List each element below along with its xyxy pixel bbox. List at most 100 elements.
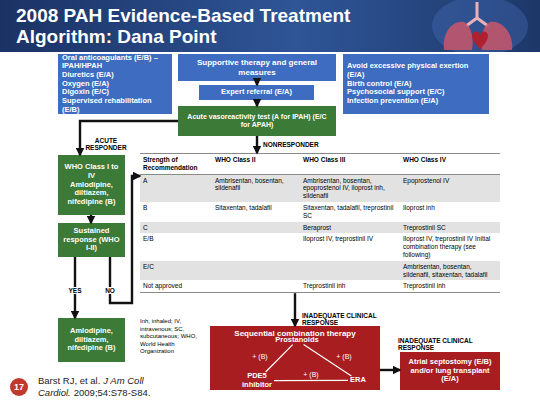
test-box: Acute vasoreactivity test (A for IPAH) (… bbox=[178, 106, 336, 136]
table-cell-text: Strength of Recommendation bbox=[143, 156, 209, 172]
edge-label: INADEQUATE CLINICAL RESPONSE bbox=[302, 312, 414, 327]
table-cell: Iloprost inh bbox=[400, 202, 500, 222]
table-cell-text: Iloprost IV, treprostinil IV bbox=[303, 235, 397, 243]
citation: Barst RJ, et al.J Am Coll Cardiol.2009;5… bbox=[38, 375, 223, 399]
therapy-box: Amlodipine, diltiazem, nifedipine (B) bbox=[58, 318, 125, 362]
table-cell-text: Treprostinil SC bbox=[403, 224, 497, 232]
table-cell-text: A bbox=[143, 177, 209, 185]
table-cell-text: Ambrisentan, bosentan, epoprostenol IV, … bbox=[303, 177, 397, 200]
node-text: Oxygen (E/A) bbox=[62, 80, 109, 89]
table-cell bbox=[212, 233, 300, 260]
drug-class: Prostanoids bbox=[272, 336, 322, 345]
table-cell: Sitaxentan, tadalafil bbox=[212, 202, 300, 222]
table-cell bbox=[212, 222, 300, 234]
edge-label: NO bbox=[100, 287, 120, 294]
table-cell: Iloprost IV, treprostinil IV Initial com… bbox=[400, 233, 500, 260]
connector bbox=[80, 121, 178, 155]
table-cell-text: Not approved bbox=[143, 282, 209, 290]
heart bbox=[472, 32, 488, 51]
therapy-box: WHO Class I to IVAmlodipine, diltiazem, … bbox=[58, 155, 125, 215]
node-text: PDE5 inhibitor bbox=[240, 372, 274, 389]
measures-box: Avoid excessive physical exertion (E/A)B… bbox=[343, 54, 489, 114]
table-cell-text: WHO Class II bbox=[215, 156, 297, 164]
table-cell: C bbox=[140, 222, 212, 234]
lungs-illustration bbox=[420, 0, 535, 52]
slide-title: 2008 PAH Evidence-Based Treatment Algori… bbox=[16, 5, 396, 47]
connector bbox=[256, 81, 258, 85]
edge-label: INADEQUATE CLINICAL RESPONSE bbox=[398, 337, 510, 352]
table-cell: Not approved bbox=[140, 280, 212, 292]
node-text: Prostanoids bbox=[275, 336, 318, 345]
table-cell bbox=[300, 261, 400, 281]
table-cell-text: Sitaxentan, tadalafil, treprostinil SC bbox=[303, 204, 397, 220]
node-text: Diuretics (E/A) bbox=[62, 71, 114, 80]
table-cell: Epoprostenol IV bbox=[400, 175, 500, 202]
table-cell-text: WHO Class III bbox=[303, 156, 397, 164]
node-text: Expert referral (E/A) bbox=[221, 88, 292, 97]
node-text: Birth control (E/A) bbox=[347, 80, 412, 89]
table-cell-text: Treprostinil inh bbox=[303, 282, 397, 290]
table-cell-text: Ambrisentan, bosentan, sildenafil bbox=[215, 177, 297, 193]
drug-class: ERA bbox=[348, 376, 368, 385]
connector bbox=[90, 215, 92, 223]
table-cell: Treprostinil SC bbox=[400, 222, 500, 234]
edge-label: + (B) bbox=[299, 371, 323, 379]
node-text: ERA bbox=[350, 376, 366, 385]
recommendation-table: Strength of Recommendation WHO Class II WH… bbox=[140, 153, 500, 293]
surgery-box: Atrial septostomy (E/B) and/or lung tran… bbox=[400, 352, 500, 390]
connector bbox=[256, 100, 258, 106]
table-cell: E/B bbox=[140, 233, 212, 260]
table-cell-text: WHO Class IV bbox=[403, 156, 497, 164]
edge-label: + (B) bbox=[248, 353, 272, 361]
table-cell: Strength of Recommendation bbox=[140, 154, 212, 175]
edge-label: ACUTE RESPONDER bbox=[84, 137, 128, 152]
node-text: Avoid excessive physical exertion (E/A) bbox=[347, 62, 485, 79]
measures-box: Oral anticoagulants (E/B) – IPAH/HPAHDiu… bbox=[58, 54, 172, 114]
node-text: Infection prevention (E/A) bbox=[347, 97, 438, 106]
table-cell: WHO Class IV bbox=[400, 154, 500, 175]
table-cell: B bbox=[140, 202, 212, 222]
table-cell: WHO Class II bbox=[212, 154, 300, 175]
decision-box: Sustained response (WHO I-II) bbox=[58, 223, 125, 257]
edge-label: NONRESPONDER bbox=[263, 141, 333, 148]
table-cell: E/C bbox=[140, 261, 212, 281]
table-cell: Ambrisentan, bosentan, epoprostenol IV, … bbox=[300, 175, 400, 202]
node-text: Psychosocial support (E/C) bbox=[347, 88, 445, 97]
citation-text: 2009;54:S78-S84. bbox=[74, 387, 151, 398]
node-text: Atrial septostomy (E/B) and/or lung tran… bbox=[404, 358, 496, 384]
node-text: Amlodipine, diltiazem, nifedipine (B) bbox=[62, 327, 121, 353]
node-text: Digoxin (E/C) bbox=[62, 88, 109, 97]
table-cell: Iloprost IV, treprostinil IV bbox=[300, 233, 400, 260]
connector bbox=[294, 293, 296, 326]
connector bbox=[256, 136, 258, 153]
left-lung bbox=[444, 22, 473, 50]
table-cell-text: Sitaxentan, tadalafil bbox=[215, 204, 297, 212]
table-cell-text: Beraprost bbox=[303, 224, 397, 232]
table-cell: Beraprost bbox=[300, 222, 400, 234]
node-text: Supervised rehabilitation (E/B) bbox=[62, 97, 168, 114]
trachea bbox=[466, 2, 488, 26]
table-cell-text: Ambrisentan, bosentan, sildenafil, sitax… bbox=[403, 263, 497, 279]
table-cell-text: E/C bbox=[143, 263, 209, 271]
table-cell-text: Iloprost IV, treprostinil IV Initial com… bbox=[403, 235, 497, 258]
table-cell: Treprostinil inh bbox=[300, 280, 400, 292]
table-cell bbox=[212, 280, 300, 292]
table-cell bbox=[212, 261, 300, 281]
node-text: Acute vasoreactivity test (A for IPAH) (… bbox=[182, 113, 332, 129]
table-cell: WHO Class III bbox=[300, 154, 400, 175]
table-cell-text: Epoprostenol IV bbox=[403, 177, 497, 185]
table-cell: Ambrisentan, bosentan, sildenafil, sitax… bbox=[400, 261, 500, 281]
table-cell-text: Treprostinil inh bbox=[403, 282, 497, 290]
citation-text: Barst RJ, et al. bbox=[38, 375, 100, 386]
edge-label: + (B) bbox=[332, 353, 356, 361]
table-cell-text: B bbox=[143, 204, 209, 212]
process-box: Supportive therapy and general measures bbox=[178, 54, 336, 81]
table-cell: Sitaxentan, tadalafil, treprostinil SC bbox=[300, 202, 400, 222]
table-cell-text: Iloprost inh bbox=[403, 204, 497, 212]
table-cell: A bbox=[140, 175, 212, 202]
table-cell: Treprostinil inh bbox=[400, 280, 500, 292]
process-box: Expert referral (E/A) bbox=[199, 85, 314, 100]
edge-label: YES bbox=[63, 287, 87, 294]
